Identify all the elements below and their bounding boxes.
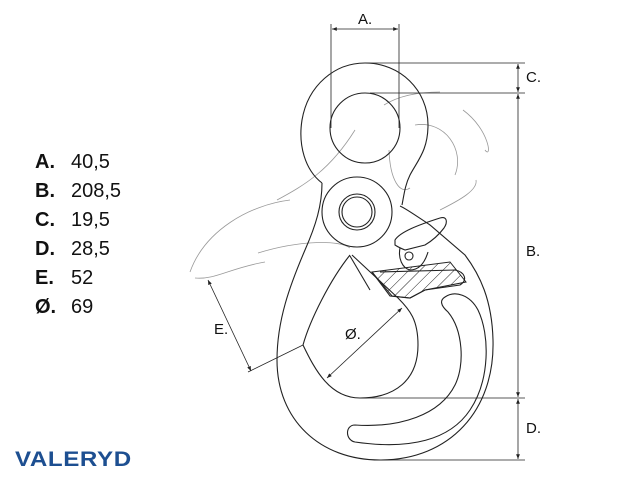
label-d: D. bbox=[526, 420, 541, 437]
spec-value: 52 bbox=[71, 267, 94, 289]
spec-key: A. bbox=[35, 151, 55, 173]
spec-key: E. bbox=[35, 267, 54, 289]
spec-value: 19,5 bbox=[71, 209, 110, 231]
label-diameter: Ø. bbox=[345, 326, 361, 343]
label-e: E. bbox=[214, 321, 228, 338]
spec-key: D. bbox=[35, 238, 55, 260]
spec-row-b: B. 208,5 bbox=[35, 177, 121, 206]
brand-logo: VALERYD bbox=[15, 448, 132, 471]
spec-row-e: E. 52 bbox=[35, 264, 121, 293]
dimension-spec-list: A. 40,5 B. 208,5 C. 19,5 D. 28,5 E. 52 Ø. 69 bbox=[35, 148, 121, 322]
spec-value: 69 bbox=[71, 296, 94, 318]
label-c: C. bbox=[526, 69, 541, 86]
pin-icon bbox=[338, 193, 376, 231]
spec-key: B. bbox=[35, 180, 55, 202]
spec-key: C. bbox=[35, 209, 55, 231]
spec-value: 40,5 bbox=[71, 151, 110, 173]
spec-value: 208,5 bbox=[71, 180, 122, 202]
spec-value: 28,5 bbox=[71, 238, 110, 260]
eye-hole bbox=[329, 92, 401, 164]
spec-row-a: A. 40,5 bbox=[35, 148, 121, 177]
motion-lines bbox=[189, 91, 489, 279]
spec-key: Ø. bbox=[35, 296, 57, 318]
dimension-lines bbox=[207, 24, 525, 461]
latch-section-hatch bbox=[371, 261, 467, 299]
spec-row-c: C. 19,5 bbox=[35, 206, 121, 235]
label-a: A. bbox=[358, 11, 372, 28]
spec-row-d: D. 28,5 bbox=[35, 235, 121, 264]
spec-row-diameter: Ø. 69 bbox=[35, 293, 121, 322]
label-b: B. bbox=[526, 243, 540, 260]
hook-outline bbox=[276, 62, 494, 461]
